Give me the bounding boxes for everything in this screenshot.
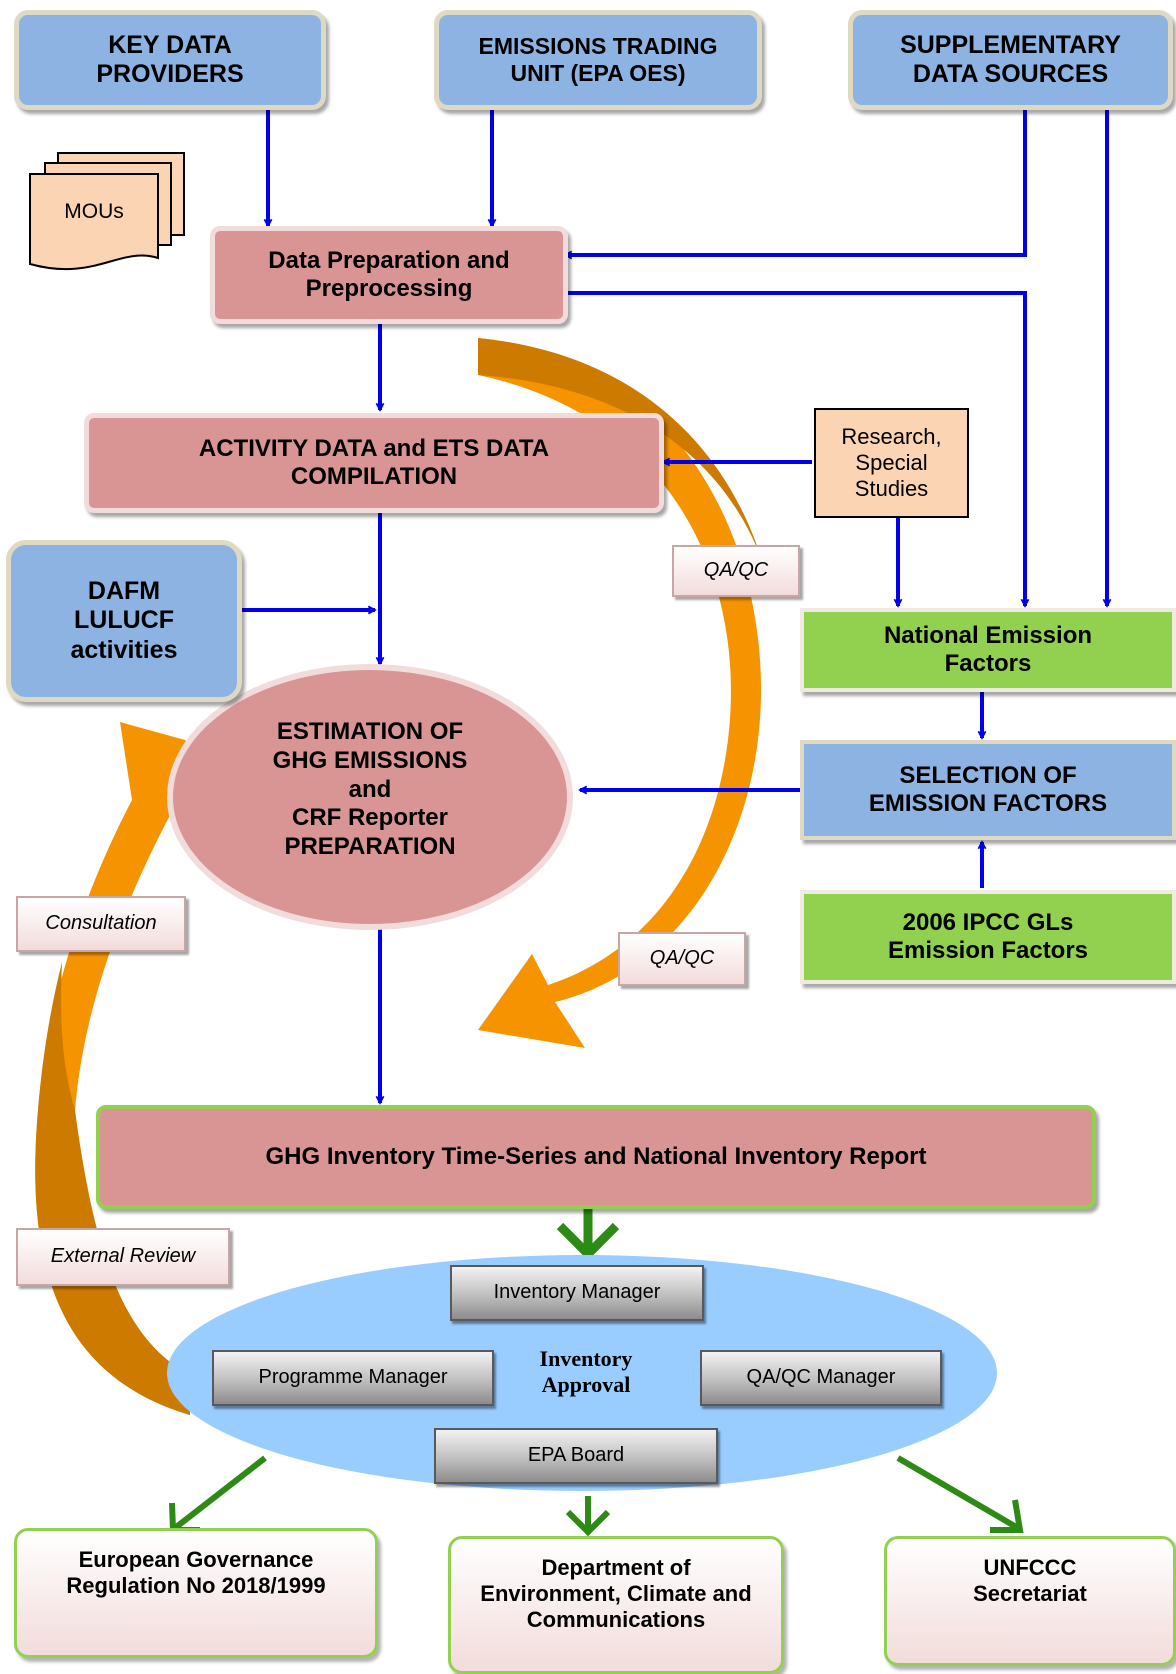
selection-of-emission-factors-box: SELECTION OF EMISSION FACTORS [800, 740, 1176, 840]
data-preparation-label: Data Preparation and Preprocessing [268, 246, 510, 302]
qaqc-upper-label-box: QA/QC [672, 545, 800, 597]
inventory-approval-label: Inventory Approval [539, 1346, 633, 1398]
unfccc-secretariat-box: UNFCCC Secretariat [884, 1536, 1176, 1666]
supplementary-data-sources-label: SUPPLEMENTARY DATA SOURCES [900, 30, 1121, 89]
consultation-label: Consultation [45, 912, 157, 935]
estimation-line-2: GHG EMISSIONS [272, 746, 468, 774]
dafm-lulucf-label: DAFM LULUCF activities [70, 576, 178, 664]
qaqc-upper-label: QA/QC [703, 559, 769, 582]
external-review-label-box: External Review [16, 1228, 230, 1286]
estimation-ellipse [167, 664, 573, 930]
supplementary-data-sources-box: SUPPLEMENTARY DATA SOURCES [848, 10, 1173, 110]
qaqc-manager-label: QA/QC Manager [746, 1366, 896, 1389]
national-emission-factors-box: National Emission Factors [800, 608, 1176, 692]
key-data-providers-label: KEY DATA PROVIDERS [96, 30, 244, 89]
european-governance-label: European Governance Regulation No 2018/1… [66, 1547, 326, 1598]
key-data-providers-box: KEY DATA PROVIDERS [14, 10, 326, 110]
arrow-approval-to-european [173, 1455, 267, 1531]
research-special-studies-box: Research, Special Studies [814, 408, 969, 518]
inventory-report-box: GHG Inventory Time-Series and National I… [96, 1105, 1096, 1209]
estimation-line-3: and [348, 775, 392, 803]
department-environment-label: Department of Environment, Climate and C… [480, 1555, 752, 1632]
qaqc-lower-label-box: QA/QC [618, 932, 746, 986]
qaqc-manager-box: QA/QC Manager [700, 1350, 942, 1406]
european-governance-box: European Governance Regulation No 2018/1… [14, 1528, 378, 1658]
mous-label: MOUs [64, 199, 124, 223]
selection-of-emission-factors-label: SELECTION OF EMISSION FACTORS [868, 761, 1108, 817]
dafm-lulucf-box: DAFM LULUCF activities [6, 540, 242, 702]
arrow-supplementary-to-preparation [565, 108, 1027, 255]
unfccc-secretariat-label: UNFCCC Secretariat [973, 1555, 1087, 1606]
consultation-label-box: Consultation [16, 896, 186, 952]
ipcc-emission-factors-box: 2006 IPCC GLs Emission Factors [800, 890, 1176, 984]
inventory-approval-label-box: Inventory Approval [516, 1346, 656, 1399]
arrow-preparation-to-national-ef [565, 291, 1025, 606]
emissions-trading-unit-label: EMISSIONS TRADING UNIT (EPA OES) [478, 32, 718, 86]
activity-data-compilation-box: ACTIVITY DATA and ETS DATA COMPILATION [84, 413, 664, 513]
estimation-text: ESTIMATION OF GHG EMISSIONS and CRF Repo… [230, 718, 510, 862]
ipcc-emission-factors-label: 2006 IPCC GLs Emission Factors [887, 908, 1089, 964]
external-review-label: External Review [50, 1245, 196, 1268]
mous-document-stack-icon [29, 152, 185, 271]
epa-board-box: EPA Board [434, 1428, 718, 1484]
qaqc-feedback-arrow [478, 338, 762, 1048]
inventory-manager-box: Inventory Manager [450, 1265, 704, 1321]
department-environment-box: Department of Environment, Climate and C… [448, 1536, 784, 1674]
data-preparation-box: Data Preparation and Preprocessing [210, 226, 568, 324]
blue-flow-arrows [238, 108, 1107, 1103]
epa-board-label: EPA Board [527, 1444, 625, 1467]
estimation-line-4: CRF Reporter [291, 804, 448, 832]
national-emission-factors-label: National Emission Factors [883, 621, 1093, 677]
research-special-studies-label: Research, Special Studies [841, 424, 942, 501]
approval-ellipse [167, 1255, 997, 1491]
inventory-manager-label: Inventory Manager [493, 1281, 661, 1304]
inventory-report-label: GHG Inventory Time-Series and National I… [265, 1142, 927, 1170]
estimation-line-5: PREPARATION [284, 833, 456, 861]
qaqc-lower-label: QA/QC [649, 947, 715, 970]
programme-manager-box: Programme Manager [212, 1350, 494, 1406]
emissions-trading-unit-box: EMISSIONS TRADING UNIT (EPA OES) [434, 10, 762, 110]
estimation-line-1: ESTIMATION OF [276, 718, 464, 745]
arrow-approval-to-unfccc [896, 1455, 1020, 1531]
mous-label-box: MOUs [30, 184, 158, 240]
activity-data-compilation-label: ACTIVITY DATA and ETS DATA COMPILATION [198, 434, 550, 490]
programme-manager-label: Programme Manager [258, 1366, 448, 1389]
